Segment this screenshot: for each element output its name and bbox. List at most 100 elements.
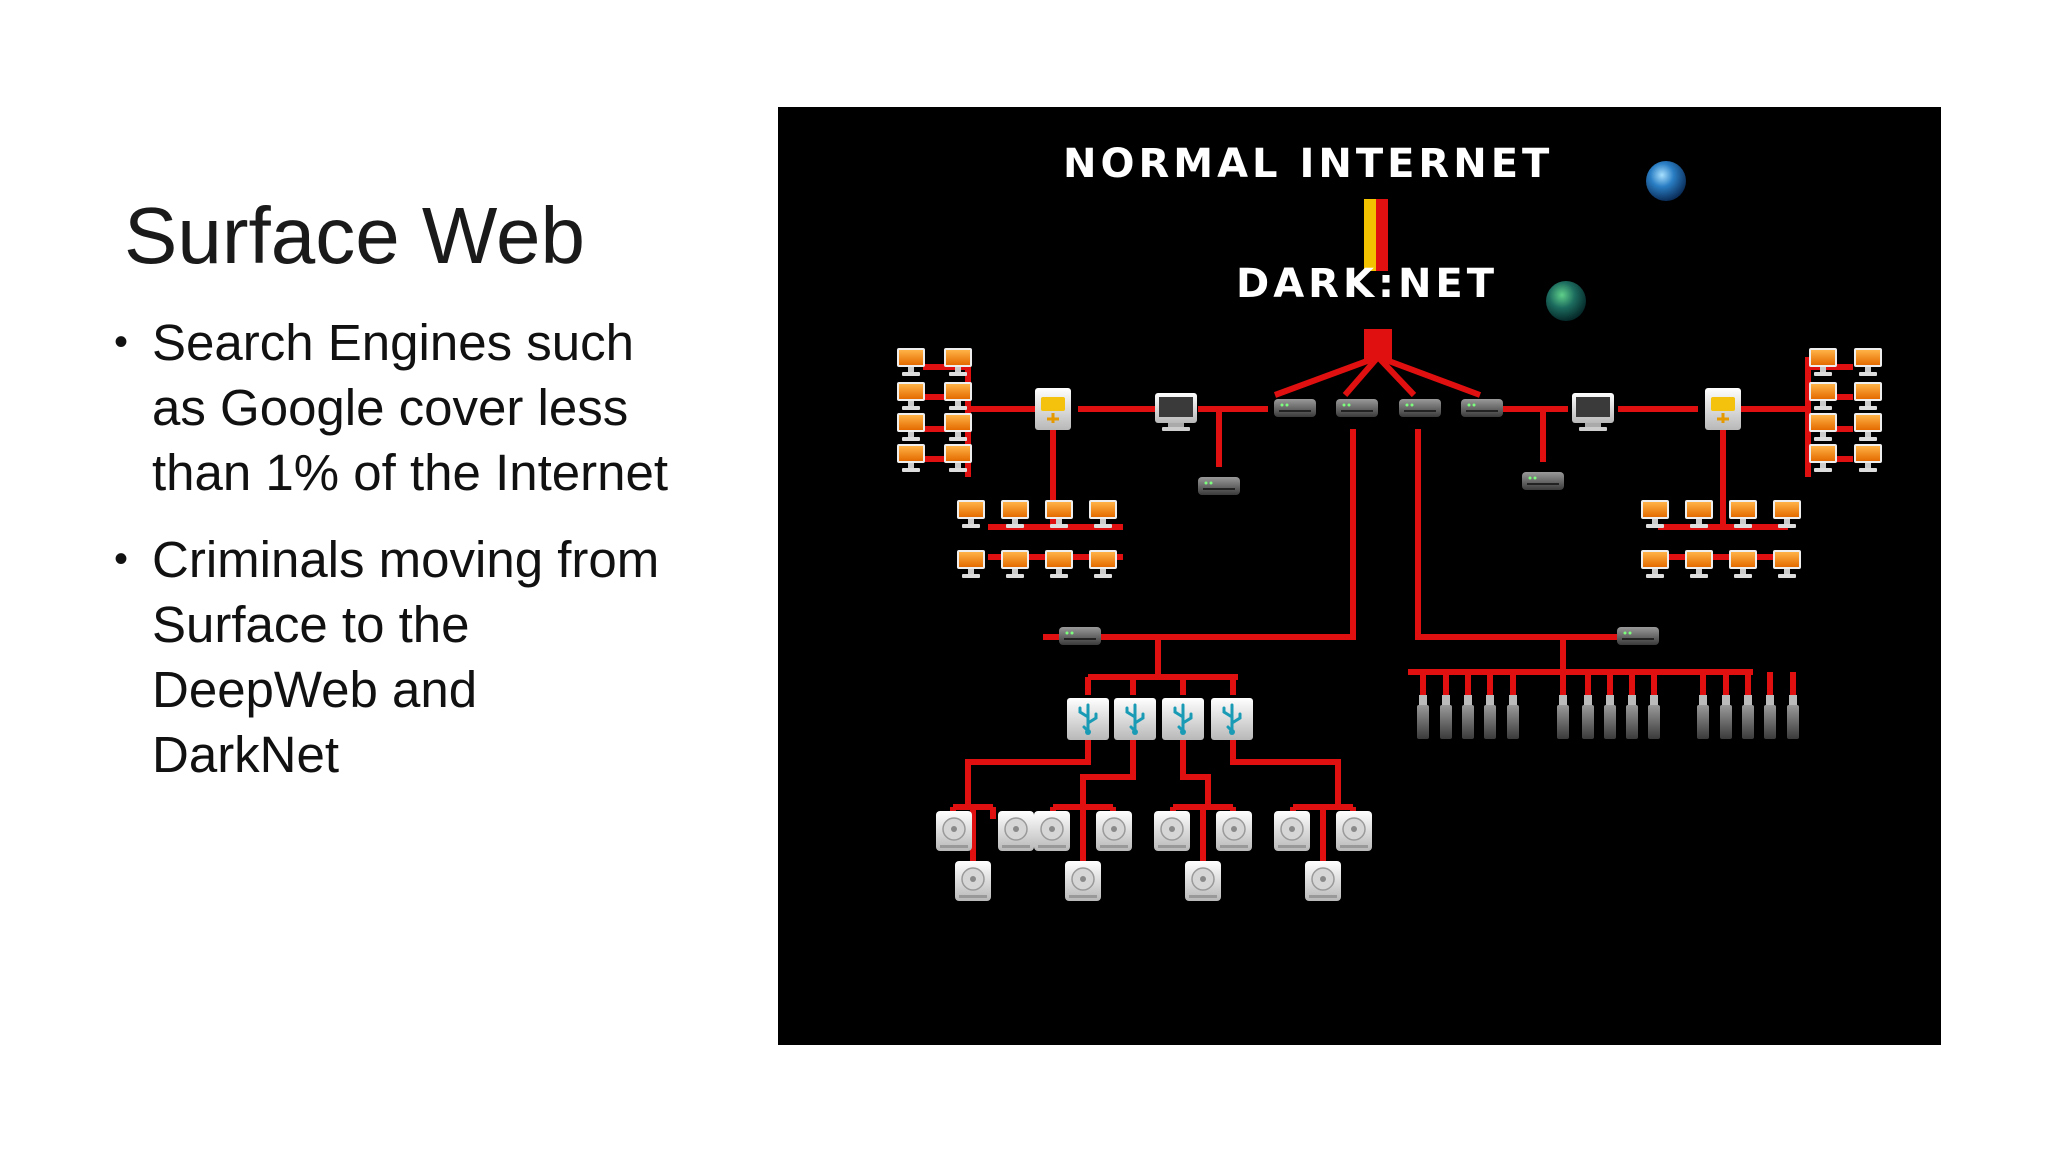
usb-stick-icon — [1582, 695, 1594, 739]
monitor-icon — [1854, 413, 1882, 441]
usb-stick-icon — [1507, 695, 1519, 739]
hard-drive-icon — [1335, 810, 1373, 852]
monitor-icon — [1809, 413, 1837, 441]
monitor-icon — [1685, 500, 1713, 528]
bullet-item: • Search Engines such as Google cover le… — [112, 310, 672, 505]
monitor-icon — [1685, 550, 1713, 578]
hard-drive-icon — [1153, 810, 1191, 852]
monitor-icon — [1729, 550, 1757, 578]
computer-icon — [1572, 393, 1614, 431]
monitor-icon — [1809, 348, 1837, 376]
hard-drive-icon — [1033, 810, 1071, 852]
monitor-icon — [1641, 500, 1669, 528]
darknet-label: DARK:NET — [1236, 261, 1498, 307]
usb-stick-icon — [1742, 695, 1754, 739]
network-link — [1532, 406, 1552, 462]
network-link — [1273, 354, 1380, 398]
monitor-icon — [957, 500, 985, 528]
usb-stick-icon — [1787, 695, 1799, 739]
network-diagram-svg: NORMAL INTERNET DARK:NET — [897, 141, 1882, 902]
monitor-icon — [1854, 348, 1882, 376]
monitor-icon — [897, 413, 925, 441]
usb-hub-icon — [1066, 697, 1110, 741]
network-link — [1376, 354, 1482, 398]
usb-stick-icon — [1720, 695, 1732, 739]
monitor-icon — [897, 444, 925, 472]
switch-icon — [1617, 627, 1659, 645]
switch-icon — [1059, 627, 1101, 645]
monitor-icon — [1729, 500, 1757, 528]
network-link — [1210, 406, 1228, 467]
router-icon — [1399, 399, 1441, 417]
monitor-icon — [897, 382, 925, 410]
network-link — [1415, 429, 1638, 640]
hard-drive-icon — [954, 860, 992, 902]
monitor-icon — [1089, 500, 1117, 528]
usb-stick-icon — [1462, 695, 1474, 739]
network-link — [1088, 637, 1238, 680]
network-link — [1180, 722, 1211, 807]
router-icon — [1461, 399, 1503, 417]
router-icon — [1274, 399, 1316, 417]
router-icon — [1336, 399, 1378, 417]
monitor-icon — [1045, 550, 1073, 578]
computer-icon — [1155, 393, 1197, 431]
usb-stick-icon — [1697, 695, 1709, 739]
network-link — [1085, 677, 1236, 695]
monitor-icon — [1641, 550, 1669, 578]
monitor-icon — [1773, 550, 1801, 578]
monitor-icon — [1001, 500, 1029, 528]
bullet-text: Search Engines such as Google cover less… — [152, 314, 669, 501]
network-devices — [897, 329, 1882, 902]
usb-stick-icon — [1440, 695, 1452, 739]
usb-hub-icon — [1113, 697, 1157, 741]
network-link — [1420, 672, 1516, 697]
usb-stick-icon — [1557, 695, 1569, 739]
hard-drive-icon — [1095, 810, 1133, 852]
network-link — [1342, 355, 1381, 397]
globe-icon — [1646, 161, 1686, 201]
bullet-item: • Criminals moving from Surface to the D… — [112, 527, 672, 787]
bullet-dot-icon: • — [114, 537, 129, 581]
usb-stick-icon — [1417, 695, 1429, 739]
usb-stick-icon — [1764, 695, 1776, 739]
network-link — [1080, 722, 1136, 807]
tunnel-bar-left — [1364, 199, 1376, 271]
monitor-icon — [1854, 444, 1882, 472]
slide-title: Surface Web — [124, 191, 585, 280]
network-link — [1700, 672, 1796, 697]
usb-stick-icon — [1648, 695, 1660, 739]
bullet-list: • Search Engines such as Google cover le… — [112, 310, 672, 809]
network-diagram: NORMAL INTERNET DARK:NET — [778, 107, 1941, 1045]
hard-drive-icon — [1304, 860, 1342, 902]
monitor-icon — [957, 550, 985, 578]
monitor-icon — [1809, 382, 1837, 410]
hard-drive-icon — [1273, 810, 1311, 852]
switch-icon — [1198, 477, 1240, 495]
usb-stick-icon — [1604, 695, 1616, 739]
hard-drive-icon — [1184, 860, 1222, 902]
network-link — [1230, 722, 1341, 807]
dark-globe-icon — [1546, 281, 1586, 321]
monitor-icon — [1773, 500, 1801, 528]
darknet-hub — [1364, 329, 1392, 359]
hard-drive-icon — [1064, 860, 1102, 902]
monitor-icon — [1809, 444, 1837, 472]
network-links — [923, 354, 1853, 867]
monitor-icon — [1045, 500, 1073, 528]
usb-stick-icon — [1626, 695, 1638, 739]
monitor-icon — [897, 348, 925, 376]
switch-icon — [1522, 472, 1564, 490]
hard-drive-icon — [935, 810, 973, 852]
server-icon — [1703, 387, 1743, 431]
tunnel-bar-right — [1376, 199, 1388, 271]
monitor-icon — [1001, 550, 1029, 578]
bullet-text: Criminals moving from Surface to the Dee… — [152, 531, 660, 783]
bullet-dot-icon: • — [114, 320, 129, 364]
monitor-icon — [1854, 382, 1882, 410]
network-link — [1078, 429, 1356, 640]
server-icon — [1033, 387, 1073, 431]
network-link — [988, 429, 1123, 560]
normal-internet-label: NORMAL INTERNET — [1063, 141, 1553, 187]
